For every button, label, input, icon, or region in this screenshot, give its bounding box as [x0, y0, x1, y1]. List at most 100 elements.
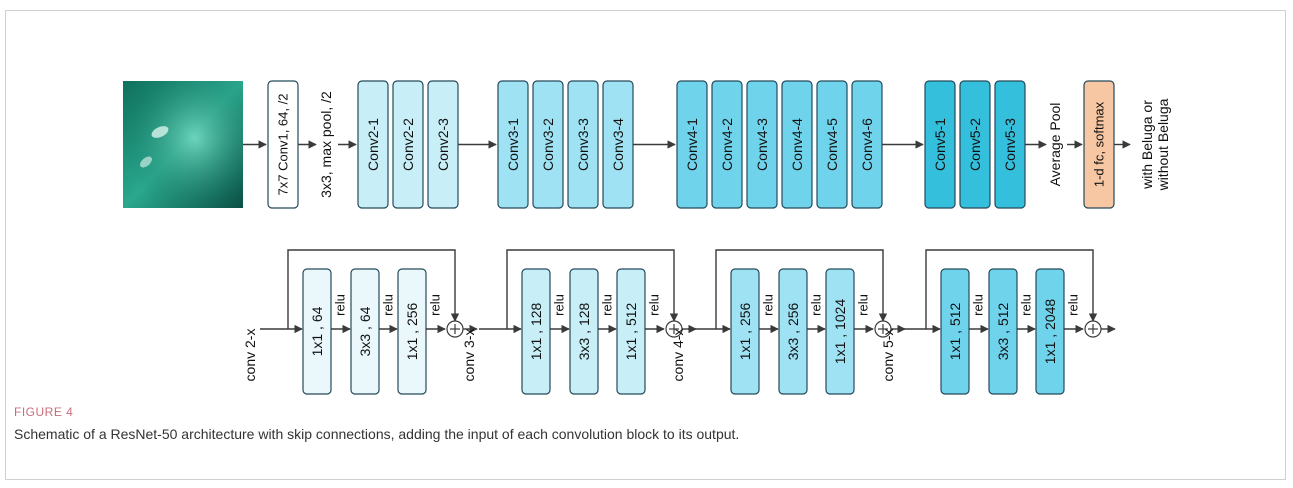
fc-softmax-box-label: 1-d fc, softmax	[1092, 101, 1107, 187]
figure-caption: Schematic of a ResNet-50 architecture wi…	[14, 426, 740, 442]
bottom-row: conv 2-x 1x1 , 64 relu 3x3 , 64 relu 1x1 , 25…	[242, 249, 1116, 395]
stage-2-layer-3: Conv2-3	[427, 80, 459, 209]
block-3-layer-1-label: 1x1 , 128	[528, 302, 544, 360]
block-2-layer-1-rect	[302, 268, 332, 395]
block-4-layer-3-rect	[825, 268, 855, 395]
stage-4-layer-2-rect	[711, 80, 743, 209]
block-5-layer-1-rect	[940, 268, 970, 395]
stage-3-layer-3-rect	[567, 80, 599, 209]
block-4-layer-1-label: 1x1 , 256	[737, 302, 753, 360]
block-2-layer-3-label: 1x1 , 256	[404, 302, 420, 360]
stage-2-layer-3-label: Conv2-3	[435, 118, 451, 171]
block-5-layer-2: 3x3 , 512	[988, 268, 1018, 395]
stage-3-layer-2: Conv3-2	[532, 80, 564, 209]
relu-label: relu	[428, 294, 443, 316]
stage-5-layer-3-label: Conv5-3	[1002, 118, 1018, 171]
stage-4-layer-3-rect	[746, 80, 778, 209]
block-2-label: conv 2-x	[242, 329, 258, 382]
avgpool-label: Average Pool	[1047, 103, 1063, 187]
stage-5-layer-1: Conv5-1	[924, 80, 956, 209]
stage-4-layer-5: Conv4-5	[816, 80, 848, 209]
skip-connection	[715, 249, 888, 329]
beluga-shape	[140, 156, 152, 168]
stage-2-layer-2-rect	[392, 80, 424, 209]
stage-4-layer-1: Conv4-1	[676, 80, 708, 209]
stage-3-layer-4-label: Conv3-4	[610, 118, 626, 171]
stage-5-layer-1-rect	[924, 80, 956, 209]
stage-5-layer-1-label: Conv5-1	[932, 118, 948, 171]
block-5-layer-2-rect	[988, 268, 1018, 395]
relu-label: relu	[1066, 294, 1081, 316]
block-3-layer-3-rect	[616, 268, 646, 395]
stage-4-layer-3: Conv4-3	[746, 80, 778, 209]
stage-2-layer-1: Conv2-1	[357, 80, 389, 209]
stage-5-layer-2-rect	[959, 80, 991, 209]
stage-5-layer-2-label: Conv5-2	[967, 118, 983, 171]
relu-label: relu	[333, 294, 348, 316]
block-5-layer-1: 1x1 , 512	[940, 268, 970, 395]
skip-connection	[925, 249, 1098, 329]
stage-3-layer-4: Conv3-4	[602, 80, 634, 209]
stage-4-layer-3-label: Conv4-3	[754, 118, 770, 171]
block-5-layer-2-label: 3x3 , 512	[995, 302, 1011, 360]
relu-label: relu	[856, 294, 871, 316]
block-3-layer-3-label: 1x1 , 512	[623, 302, 639, 360]
stage-4-layer-4-rect	[781, 80, 813, 209]
stage-3-layer-2-label: Conv3-2	[540, 118, 556, 171]
stage-4-layer-6: Conv4-6	[851, 80, 883, 209]
block-5-layer-3: 1x1 , 2048	[1035, 268, 1065, 395]
stage-3-layer-1-label: Conv3-1	[505, 118, 521, 171]
block-2-layer-2-label: 3x3 , 64	[357, 306, 373, 356]
block-5-layer-3-rect	[1035, 268, 1065, 395]
block-5-layer-1-label: 1x1 , 512	[947, 302, 963, 360]
stage-5-layer-3: Conv5-3	[994, 80, 1026, 209]
relu-label: relu	[971, 294, 986, 316]
block-4-layer-3: 1x1 , 1024	[825, 268, 855, 395]
block-2-layer-1: 1x1 , 64	[302, 268, 332, 395]
block-2-layer-1-label: 1x1 , 64	[309, 306, 325, 356]
block-4-layer-1: 1x1 , 256	[730, 268, 760, 395]
stage-4-layer-4: Conv4-4	[781, 80, 813, 209]
output-label-line2: without Beluga	[1155, 98, 1171, 191]
block-3-layer-2-label: 3x3 , 128	[576, 302, 592, 360]
stage-3-layer-2-rect	[532, 80, 564, 209]
block-2-layer-2: 3x3 , 64	[350, 268, 380, 395]
stage-2-layer-2: Conv2-2	[392, 80, 424, 209]
relu-label: relu	[761, 294, 776, 316]
relu-label: relu	[600, 294, 615, 316]
stage-4-layer-2: Conv4-2	[711, 80, 743, 209]
relu-label: relu	[552, 294, 567, 316]
stage-4-layer-4-label: Conv4-4	[789, 118, 805, 171]
beluga-shape	[151, 126, 169, 138]
block-3: conv 3-x 1x1 , 128 relu 3x3 , 128 relu 1x1 , …	[461, 249, 697, 395]
block-3-layer-1: 1x1 , 128	[521, 268, 551, 395]
block-4-layer-2-rect	[778, 268, 808, 395]
relu-label: relu	[1019, 294, 1034, 316]
block-4-layer-2: 3x3 , 256	[778, 268, 808, 395]
input-image	[123, 81, 243, 208]
block-2-layer-3-rect	[397, 268, 427, 395]
block-4-layer-2-label: 3x3 , 256	[785, 302, 801, 360]
conv1-box-label: 7x7 Conv1, 64, /2	[276, 94, 291, 196]
stage-3-layer-3: Conv3-3	[567, 80, 599, 209]
block-5-label: conv 5-x	[880, 329, 896, 382]
stage-3-layer-3-label: Conv3-3	[575, 118, 591, 171]
stage-3-layer-1: Conv3-1	[497, 80, 529, 209]
block-3-layer-3: 1x1 , 512	[616, 268, 646, 395]
block-3-label: conv 3-x	[461, 329, 477, 382]
skip-connection	[506, 249, 679, 329]
relu-label: relu	[809, 294, 824, 316]
stage-5-layer-2: Conv5-2	[959, 80, 991, 209]
block-4-layer-1-rect	[730, 268, 760, 395]
block-3-layer-1-rect	[521, 268, 551, 395]
stage-4-layer-6-label: Conv4-6	[859, 118, 875, 171]
block-3-layer-2: 3x3 , 128	[569, 268, 599, 395]
output-label-line1: with Beluga or	[1139, 100, 1155, 190]
stage-2-layer-1-label: Conv2-1	[365, 118, 381, 171]
block-4-layer-3-label: 1x1 , 1024	[832, 299, 848, 365]
stage-4-layer-5-label: Conv4-5	[824, 118, 840, 171]
block-2-layer-3: 1x1 , 256	[397, 268, 427, 395]
